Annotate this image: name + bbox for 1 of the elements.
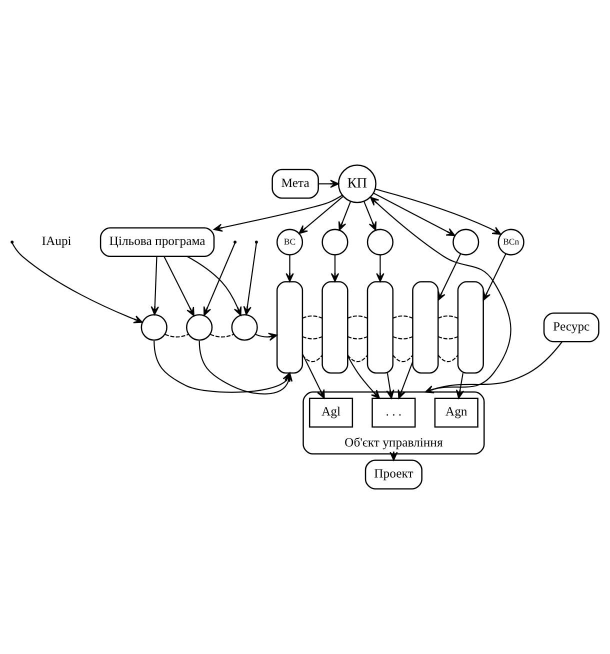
label: IAupi <box>42 234 72 248</box>
